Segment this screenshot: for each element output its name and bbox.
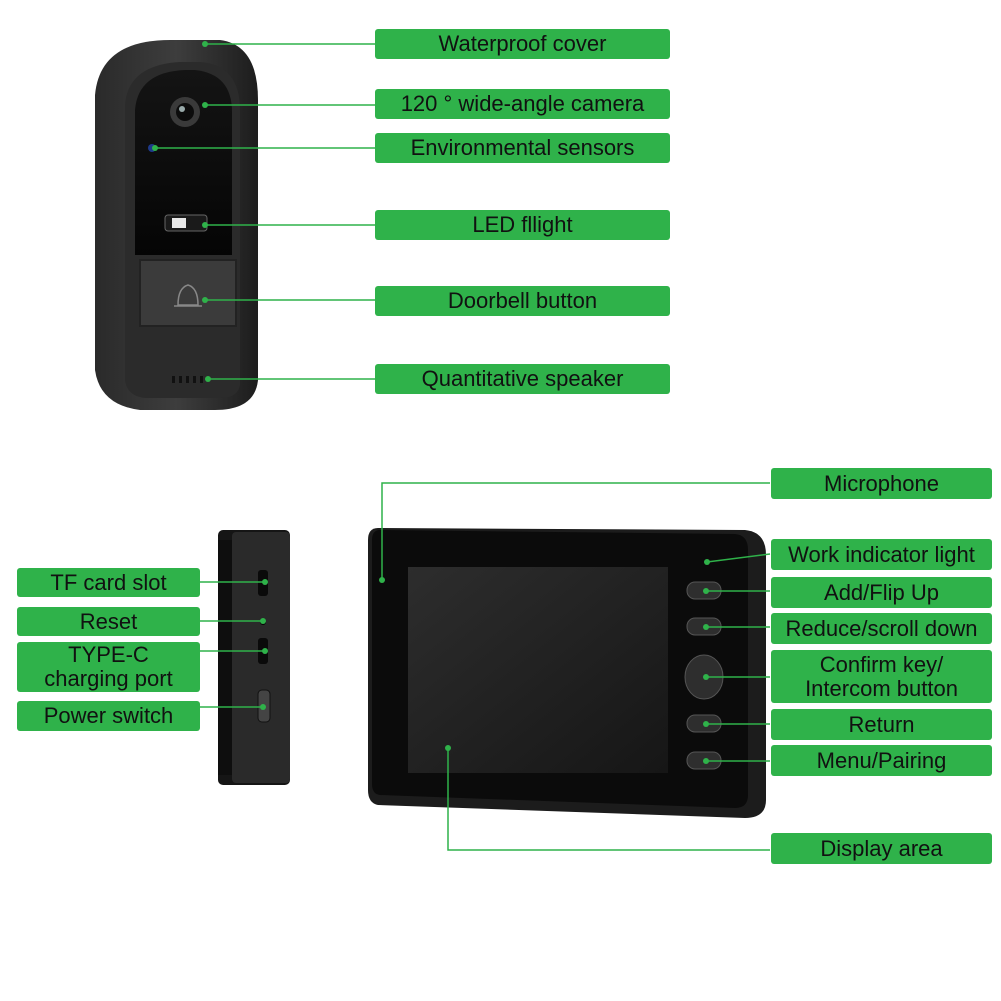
label-wide-angle-camera: 120 ° wide-angle camera [375, 89, 670, 119]
label-microphone: Microphone [771, 468, 992, 499]
doorbell-glass-face [135, 70, 232, 255]
speaker-grille [172, 376, 203, 383]
monitor-side-view [218, 530, 290, 785]
leader-dots [152, 41, 710, 764]
label-menu-pairing: Menu/Pairing [771, 745, 992, 776]
label-reset: Reset [17, 607, 200, 636]
label-doorbell-button: Doorbell button [375, 286, 670, 316]
monitor-front [368, 528, 766, 818]
camera-lens-glint [179, 106, 185, 112]
label-reduce-scroll-down: Reduce/scroll down [771, 613, 992, 644]
label-confirm-intercom: Confirm key/ Intercom button [771, 650, 992, 703]
camera-lens-inner [176, 103, 194, 121]
label-waterproof-cover: Waterproof cover [375, 29, 670, 59]
display-screen [408, 567, 668, 773]
label-power-switch: Power switch [17, 701, 200, 731]
label-led-fill-light: LED fllight [375, 210, 670, 240]
label-quantitative-speaker: Quantitative speaker [375, 364, 670, 394]
led-lamp [172, 218, 186, 228]
label-environmental-sensors: Environmental sensors [375, 133, 670, 163]
label-work-indicator-light: Work indicator light [771, 539, 992, 570]
leader-lines [155, 43, 771, 851]
label-display-area: Display area [771, 833, 992, 864]
label-add-flip-up: Add/Flip Up [771, 577, 992, 608]
label-type-c-port: TYPE-C charging port [17, 642, 200, 692]
label-tf-card-slot: TF card slot [17, 568, 200, 597]
label-return: Return [771, 709, 992, 740]
doorbell-button [139, 259, 237, 327]
bell-icon [174, 284, 202, 307]
